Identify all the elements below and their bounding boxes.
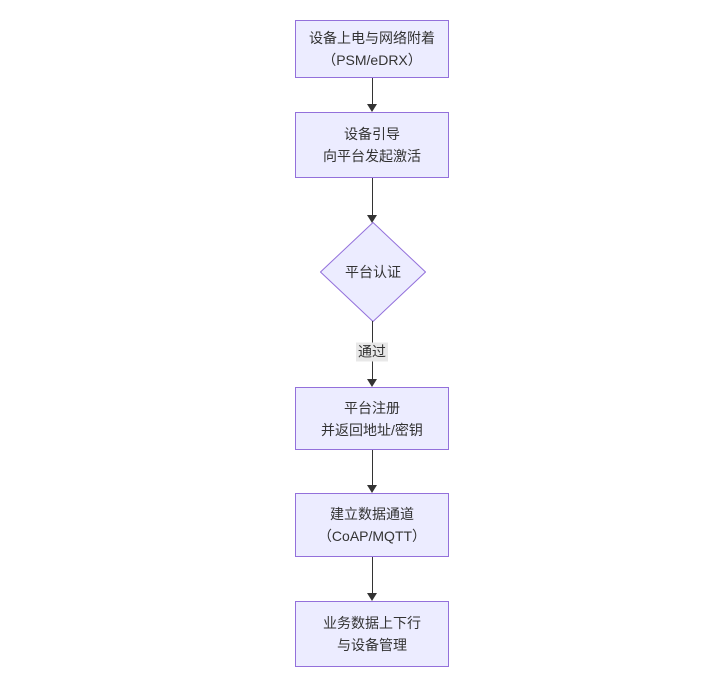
node-auth-diamond-shape — [320, 222, 426, 322]
edge-register-to-channel — [372, 450, 373, 485]
node-business: 业务数据上下行 与设备管理 — [295, 601, 449, 667]
node-bootstrap-line1: 设备引导 — [344, 126, 400, 142]
arrowhead-icon — [367, 379, 377, 387]
node-power-attach-line1: 设备上电与网络附着 — [309, 30, 435, 46]
edge-power-to-bootstrap — [372, 78, 373, 104]
node-register-line1: 平台注册 — [344, 399, 400, 416]
node-business-line1: 业务数据上下行 — [323, 615, 421, 631]
node-channel-line2: （CoAP/MQTT） — [317, 528, 427, 544]
node-channel: 建立数据通道 （CoAP/MQTT） — [295, 493, 449, 557]
edge-label-pass: 通过 — [356, 342, 388, 362]
edge-bootstrap-to-auth — [372, 178, 373, 215]
node-power-attach: 设备上电与网络附着 （PSM/eDRX） — [295, 20, 449, 78]
node-business-line2: 与设备管理 — [337, 637, 407, 653]
node-register-line2: 并返回地址/密钥 — [321, 421, 423, 438]
node-auth: 平台认证 — [320, 222, 426, 322]
arrowhead-icon — [367, 215, 377, 223]
node-bootstrap-line2: 向平台发起激活 — [323, 148, 421, 164]
node-bootstrap: 设备引导 向平台发起激活 — [295, 112, 449, 178]
node-auth-label: 平台认证 — [345, 264, 401, 280]
arrowhead-icon — [367, 104, 377, 112]
arrowhead-icon — [367, 485, 377, 493]
arrowhead-icon — [367, 593, 377, 601]
node-power-attach-line2: （PSM/eDRX） — [322, 52, 422, 68]
node-register: 平台注册 并返回地址/密钥 — [295, 387, 449, 450]
edge-channel-to-business — [372, 557, 373, 593]
node-channel-line1: 建立数据通道 — [330, 506, 414, 522]
